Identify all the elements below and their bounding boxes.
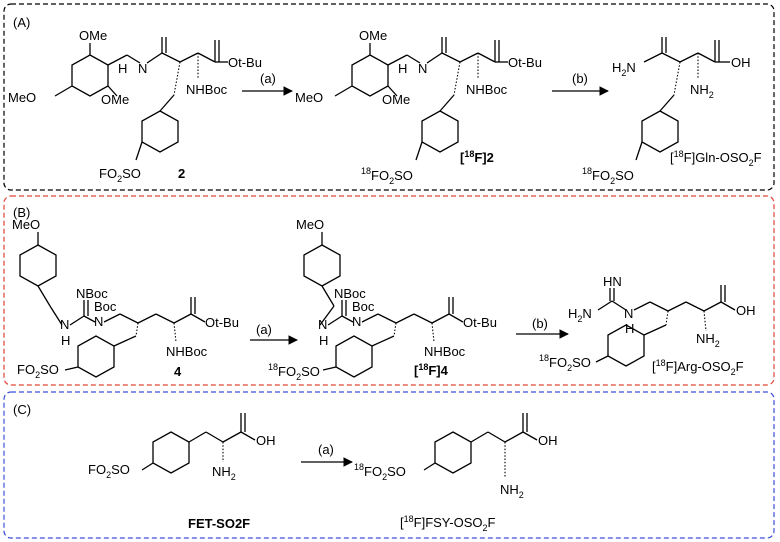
panel-a-frame bbox=[3, 3, 775, 191]
compound-18f-2-ome-right: OMe bbox=[382, 92, 410, 107]
fet-nh2: NH2 bbox=[212, 464, 236, 482]
panel-b-frame bbox=[3, 195, 775, 386]
arg-nh-n: N bbox=[624, 306, 633, 321]
fet-fso2: FO2SO bbox=[88, 462, 130, 480]
arrow-a-2-label: (b) bbox=[572, 71, 588, 86]
fsy-nh2: NH2 bbox=[500, 482, 524, 500]
compound-18f-2-h: H bbox=[398, 61, 407, 76]
compound-18f-2-ome-top: OMe bbox=[359, 28, 387, 43]
arg-hn: HN bbox=[603, 274, 622, 289]
compound-18f-4-h: H bbox=[319, 333, 328, 348]
compound-18f-2-label: [18F]2 bbox=[460, 149, 494, 165]
gln-h2n: H2N bbox=[612, 60, 636, 78]
compound-4-nboc: NBoc bbox=[76, 286, 108, 301]
compound-18f-4-n: N bbox=[352, 314, 361, 329]
compound-18f-2-fso2: 18FO2SO bbox=[361, 166, 413, 186]
compound-4-n: N bbox=[94, 314, 103, 329]
fsy-osof-product: OH NH2 18FO2SO [18F]FSY-OSO2F bbox=[354, 413, 558, 533]
compound-18f-4-ester: Ot-Bu bbox=[463, 315, 497, 330]
arrow-b-1: (a) bbox=[250, 322, 298, 345]
fsy-name: [18F]FSY-OSO2F bbox=[400, 514, 496, 533]
compound-4-fso2: FO2SO bbox=[17, 362, 59, 380]
compound-2-nhboc: NHBoc bbox=[186, 82, 228, 97]
compound-18f-2-n: N bbox=[418, 61, 427, 76]
arg-oh: OH bbox=[736, 303, 756, 318]
arg-osof-product: HN H2N N H OH NH2 18FO2SO [18F]Arg-OSO2F bbox=[539, 274, 756, 377]
compound-18f-2: OMe MeO OMe N H Ot-Bu NHBoc 18FO2SO [18F… bbox=[295, 28, 542, 186]
panel-c-frame bbox=[3, 391, 775, 539]
gln-name: [18F]Gln-OSO2F bbox=[670, 149, 762, 168]
compound-18f-2-ester: Ot-Bu bbox=[508, 55, 542, 70]
gln-oh: OH bbox=[731, 55, 751, 70]
arg-h: H bbox=[625, 321, 634, 336]
panel-b-tag: (B) bbox=[13, 205, 30, 220]
compound-2-ome-top: OMe bbox=[79, 28, 107, 43]
compound-4-nh-n: N bbox=[60, 317, 69, 332]
arrow-a-1: (a) bbox=[242, 71, 293, 96]
compound-2-meo-left: MeO bbox=[8, 90, 36, 105]
compound-18f-4-meo: MeO bbox=[296, 217, 324, 232]
compound-18f-2-nhboc: NHBoc bbox=[466, 82, 508, 97]
compound-2-fso2: FO2SO bbox=[99, 166, 141, 184]
arg-fso2: 18FO2SO bbox=[539, 353, 591, 373]
compound-18f-4-boc: Boc bbox=[352, 299, 375, 314]
compound-2-n: N bbox=[138, 61, 147, 76]
compound-4-ester: Ot-Bu bbox=[205, 315, 239, 330]
gln-osof-product: H2N OH NH2 18FO2SO [18F]Gln-OSO2F bbox=[582, 37, 762, 186]
fet-oh: OH bbox=[256, 433, 276, 448]
compound-2-label: 2 bbox=[178, 166, 185, 181]
compound-2-ome-right: OMe bbox=[101, 92, 129, 107]
fsy-oh: OH bbox=[538, 433, 558, 448]
compound-2: OMe MeO OMe N H Ot-Bu NHBoc FO2SO 2 bbox=[8, 28, 262, 184]
compound-4-h: H bbox=[61, 333, 70, 348]
arg-h2n: H2N bbox=[568, 306, 592, 324]
compound-18f-4-nboc: NBoc bbox=[334, 286, 366, 301]
fet-label: FET-SO2F bbox=[188, 516, 250, 531]
arrow-b-1-label: (a) bbox=[256, 322, 272, 337]
compound-18f-4-fso2: 18FO2SO bbox=[268, 362, 320, 382]
fsy-fso2: 18FO2SO bbox=[354, 462, 406, 482]
arg-nh2: NH2 bbox=[696, 331, 720, 349]
compound-2-h: H bbox=[118, 61, 127, 76]
arrow-a-2: (b) bbox=[552, 71, 609, 96]
arrow-c-1: (a) bbox=[301, 442, 353, 467]
compound-18f-4-label: [18F]4 bbox=[414, 362, 449, 378]
compound-18f-2-meo-left: MeO bbox=[295, 90, 323, 105]
compound-18f-4-nhboc: NHBoc bbox=[424, 344, 466, 359]
compound-18f-4: MeO NBoc Boc N N H Ot-Bu NHBoc 18FO2SO [… bbox=[268, 217, 497, 382]
fet-so2f: OH NH2 FO2SO FET-SO2F bbox=[88, 413, 276, 531]
compound-4-boc: Boc bbox=[94, 299, 117, 314]
arrow-a-1-label: (a) bbox=[260, 71, 276, 86]
panel-c-tag: (C) bbox=[13, 402, 31, 417]
gln-fso2: 18FO2SO bbox=[582, 166, 634, 186]
arrow-b-2-label: (b) bbox=[532, 316, 548, 331]
compound-4-meo: MeO bbox=[12, 217, 40, 232]
panel-a-tag: (A) bbox=[13, 15, 30, 30]
compound-4-label: 4 bbox=[174, 364, 182, 379]
compound-18f-4-nh-n: N bbox=[318, 317, 327, 332]
arrow-b-2: (b) bbox=[516, 316, 569, 339]
compound-4: MeO NBoc Boc N N H Ot-Bu NHBoc FO2SO 4 bbox=[12, 217, 239, 380]
compound-4-nhboc: NHBoc bbox=[166, 344, 208, 359]
compound-2-ester: Ot-Bu bbox=[228, 55, 262, 70]
arrow-c-1-label: (a) bbox=[318, 442, 334, 457]
gln-nh2: NH2 bbox=[690, 82, 714, 100]
arg-name: [18F]Arg-OSO2F bbox=[652, 358, 744, 377]
